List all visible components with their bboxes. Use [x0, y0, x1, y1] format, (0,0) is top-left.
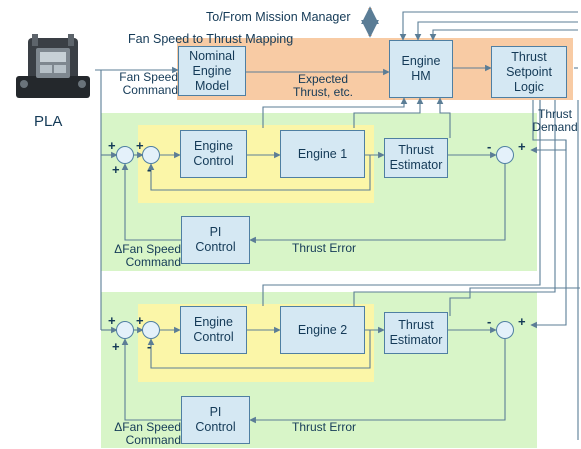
- engine-2-block: Engine 2: [280, 306, 365, 354]
- sign-outer-bottom-2: +: [112, 339, 120, 354]
- sign-inner-bottom-2: -: [147, 339, 152, 354]
- outer-sum-junction-2: [116, 321, 134, 339]
- pla-label: PLA: [34, 113, 63, 130]
- fan-speed-mapping-label: Fan Speed to Thrust Mapping: [128, 32, 294, 46]
- outer-sum-junction-1: [116, 146, 134, 164]
- engine-control-1-block: Engine Control: [180, 130, 247, 178]
- engine-hm-block: Engine HM: [389, 40, 453, 98]
- sign-inner-top-1: +: [136, 138, 144, 153]
- sign-inner-top-2: +: [136, 313, 144, 328]
- sign-outer-top-1: +: [108, 138, 116, 153]
- mission-manager-label: To/From Mission Manager: [206, 10, 351, 24]
- pi-control-1-block: PI Control: [181, 216, 250, 264]
- fan-speed-command-label: Fan Speed Command: [119, 70, 178, 97]
- inner-sum-junction-2: [142, 321, 160, 339]
- error-sum-junction-2: [496, 321, 514, 339]
- sign-error-left-1: -: [487, 139, 492, 154]
- sign-error-right-2: +: [518, 314, 526, 329]
- error-sum-junction-1: [496, 146, 514, 164]
- thrust-demand-label: Thrust Demand: [532, 107, 578, 134]
- sign-outer-bottom-1: +: [112, 162, 120, 177]
- sign-error-left-2: -: [487, 314, 492, 329]
- engine-control-2-block: Engine Control: [180, 306, 247, 354]
- sign-outer-top-2: +: [108, 313, 116, 328]
- thrust-error-2-label: Thrust Error: [292, 420, 357, 434]
- expected-thrust-label: Expected Thrust, etc.: [292, 72, 354, 99]
- delta-fan-speed-command-1-label: ΔFan Speed Command: [114, 242, 181, 269]
- delta-fan-speed-command-2-label: ΔFan Speed Command: [114, 420, 181, 447]
- inner-sum-junction-1: [142, 146, 160, 164]
- throttle-quadrant-icon: [16, 34, 90, 98]
- thrust-error-1-label: Thrust Error: [292, 241, 357, 255]
- thrust-setpoint-logic-block: Thrust Setpoint Logic: [491, 46, 567, 98]
- thrust-estimator-1-block: Thrust Estimator: [384, 138, 448, 178]
- thrust-estimator-2-block: Thrust Estimator: [384, 312, 448, 354]
- engine-1-block: Engine 1: [280, 130, 365, 178]
- sign-error-right-1: +: [518, 139, 526, 154]
- sign-inner-bottom-1: -: [147, 162, 152, 177]
- pi-control-2-block: PI Control: [181, 396, 250, 444]
- nominal-engine-model-block: Nominal Engine Model: [178, 46, 246, 96]
